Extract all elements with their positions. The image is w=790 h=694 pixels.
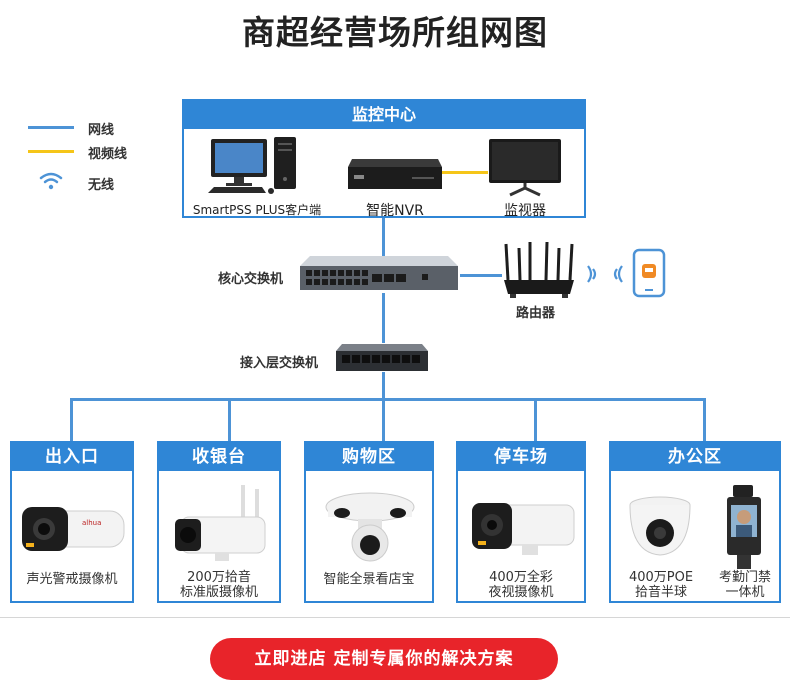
drop-line-parking xyxy=(534,398,537,442)
monitor-label: 监视器 xyxy=(504,203,546,219)
core-access-line xyxy=(382,293,385,343)
router-line xyxy=(460,274,502,277)
smartphone-icon xyxy=(632,248,666,298)
monitoring-center-box: 监控中心 SmartPSS PLUS客户端 智能NVR 监视器 xyxy=(182,99,586,219)
zone-parking: 停车场 400万全彩 夜视摄像机 xyxy=(456,441,586,603)
zone-checkout: 收银台 200万拾音 标准版摄像机 xyxy=(157,441,281,603)
zone-entrance-device-label: 声光警戒摄像机 xyxy=(26,572,118,587)
access-switch-icon xyxy=(336,344,428,371)
page-title: 商超经营场所组网图 xyxy=(242,13,548,52)
access-trunk-line xyxy=(382,372,385,400)
distribution-bus-line xyxy=(70,398,706,401)
fullcolor-bullet-camera-icon xyxy=(472,503,575,555)
router-label: 路由器 xyxy=(516,306,556,321)
monitor-icon xyxy=(489,139,561,197)
zone-shopping-title: 购物区 xyxy=(306,443,432,471)
router-icon xyxy=(504,241,574,298)
drop-line-office xyxy=(703,398,706,442)
cta-button[interactable]: 立即进店 定制专属你的解决方案 xyxy=(210,638,558,680)
video-line-swatch xyxy=(28,150,74,153)
divider xyxy=(0,617,790,618)
monitoring-center-title: 监控中心 xyxy=(184,101,584,129)
legend-wireless-label: 无线 xyxy=(88,178,115,193)
core-switch-label: 核心交换机 xyxy=(218,272,284,287)
wifi-icon xyxy=(39,172,63,190)
legend-network-label: 网线 xyxy=(88,123,115,138)
nvr-icon xyxy=(348,159,442,189)
zone-shopping-device-label: 智能全景看店宝 xyxy=(323,572,415,587)
video-line xyxy=(442,171,488,174)
access-switch-label: 接入层交换机 xyxy=(240,356,319,371)
drop-line-entrance xyxy=(70,398,73,442)
legend-video-label: 视频线 xyxy=(88,147,128,162)
drop-line-shopping xyxy=(382,398,385,442)
panoramic-camera-icon xyxy=(325,492,415,562)
zone-shopping: 购物区 智能全景看店宝 xyxy=(304,441,434,603)
zone-checkout-device-label: 200万拾音 标准版摄像机 xyxy=(179,570,258,600)
zone-checkout-title: 收银台 xyxy=(159,443,279,471)
wireless-signal-icon xyxy=(587,265,623,283)
zone-entrance-title: 出入口 xyxy=(12,443,132,471)
drop-line-checkout xyxy=(228,398,231,442)
zone-office-title: 办公区 xyxy=(611,443,779,471)
network-line-swatch xyxy=(28,126,74,129)
core-switch-icon xyxy=(300,256,458,290)
zone-entrance: 出入口 alhua 声光警戒摄像机 xyxy=(10,441,134,603)
uplink-line xyxy=(382,218,385,258)
svg-text:alhua: alhua xyxy=(82,519,101,527)
dome-camera-icon xyxy=(629,496,691,556)
alarm-bullet-camera-icon: alhua xyxy=(22,507,125,551)
zone-parking-device-label: 400万全彩 夜视摄像机 xyxy=(488,570,554,600)
zone-parking-title: 停车场 xyxy=(458,443,584,471)
access-control-terminal-icon xyxy=(727,485,761,569)
zone-office-terminal-label: 考勤门禁 一体机 xyxy=(718,570,771,600)
pc-icon xyxy=(208,137,296,194)
zone-office: 办公区 400万POE 拾音半球 考勤门禁 一体机 xyxy=(609,441,781,603)
bullet-camera-audio-icon xyxy=(175,485,266,561)
zone-office-dome-label: 400万POE 拾音半球 xyxy=(628,570,694,600)
pc-label: SmartPSS PLUS客户端 xyxy=(192,203,322,217)
nvr-label: 智能NVR xyxy=(366,203,424,219)
